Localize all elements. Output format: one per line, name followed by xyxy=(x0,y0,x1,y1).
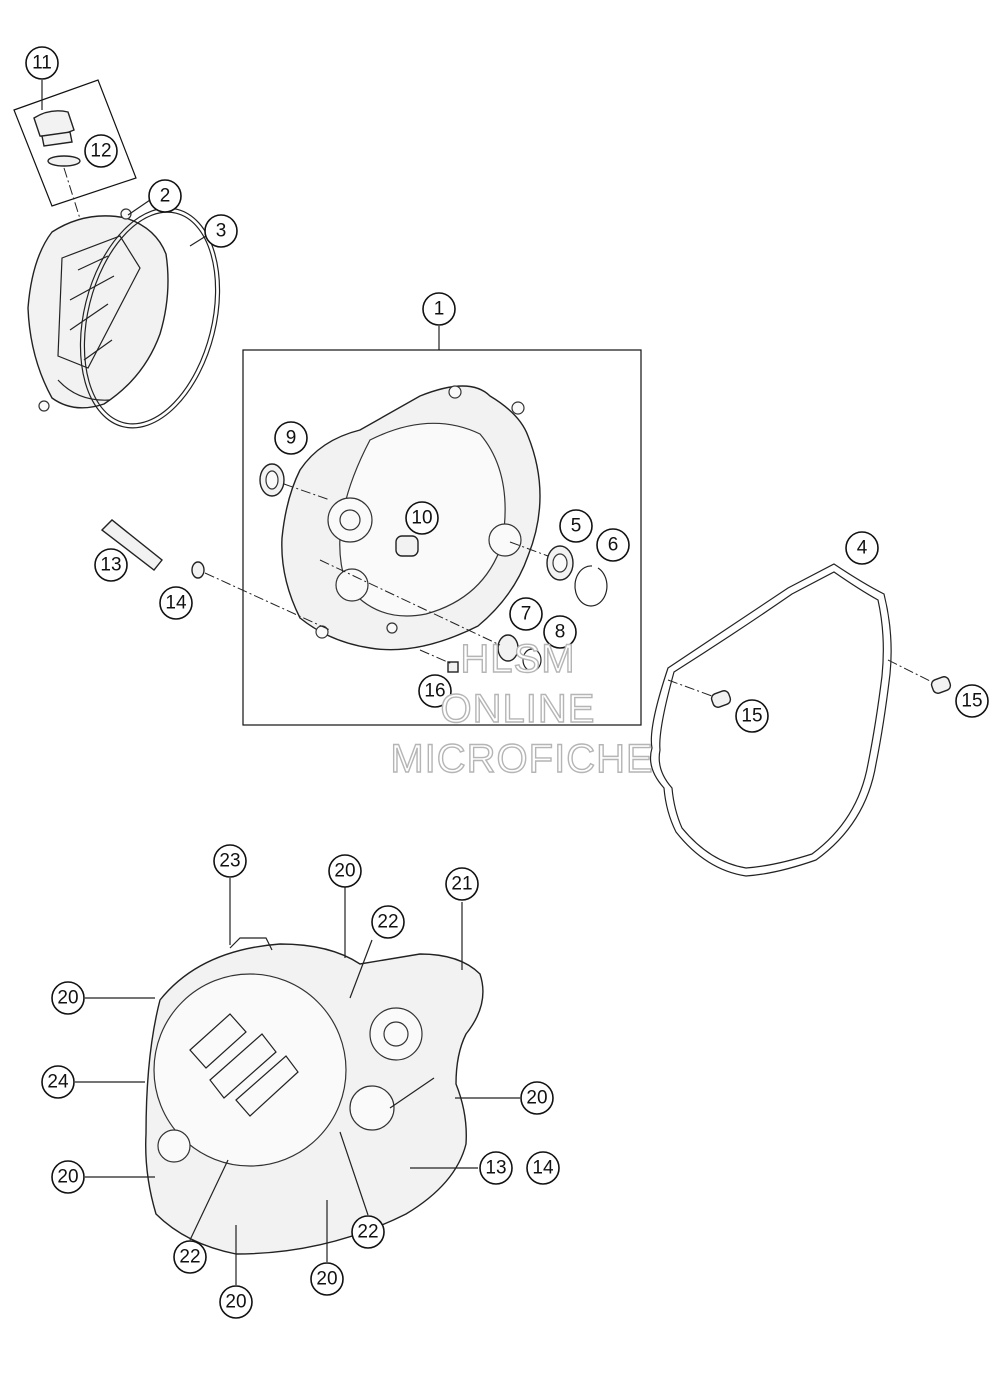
callout-8: 8 xyxy=(543,615,577,649)
callout-14-bottom: 14 xyxy=(526,1151,560,1185)
svg-text:13: 13 xyxy=(485,1158,506,1179)
oil-plug-kit-frame xyxy=(13,79,137,207)
callout-9: 9 xyxy=(274,421,308,455)
svg-text:8: 8 xyxy=(555,622,566,643)
clutch-cover-kit-frame xyxy=(242,349,642,726)
watermark-line-3: MICROFICHE xyxy=(390,737,653,781)
callout-11: 11 xyxy=(25,46,59,80)
watermark: HLSM ONLINE MICROFICHE xyxy=(390,636,654,781)
callout-2: 2 xyxy=(148,179,182,213)
screw-16 xyxy=(447,661,459,673)
svg-text:14: 14 xyxy=(165,593,187,614)
o-ring-8 xyxy=(522,648,542,672)
callout-14-top: 14 xyxy=(159,586,193,620)
bolt-washer xyxy=(191,561,205,579)
svg-text:15: 15 xyxy=(741,706,762,727)
callout-16: 16 xyxy=(418,674,452,708)
callout-22-right: 22 xyxy=(351,1215,385,1249)
callout-15-left: 15 xyxy=(735,699,769,733)
callout-24: 24 xyxy=(41,1065,75,1099)
outer-clutch-cover xyxy=(27,208,169,412)
svg-text:11: 11 xyxy=(32,53,52,74)
cover-bolt xyxy=(100,519,163,571)
callout-21: 21 xyxy=(445,867,479,901)
dowel-sleeve-right xyxy=(930,676,952,694)
svg-text:7: 7 xyxy=(521,604,532,625)
callout-5: 5 xyxy=(559,509,593,543)
assembled-clutch-cover xyxy=(145,937,484,1255)
outer-cover-gasket-ring xyxy=(79,207,221,429)
leader-lines xyxy=(41,80,207,247)
gasket-ring-inner xyxy=(83,211,217,425)
svg-text:20: 20 xyxy=(57,1167,78,1188)
svg-text:10: 10 xyxy=(411,508,432,529)
snap-ring xyxy=(574,565,608,607)
callout-20-bottom-right: 20 xyxy=(310,1262,344,1296)
callout-13-top: 13 xyxy=(94,548,128,582)
gasket-outline xyxy=(649,563,892,877)
callout-22-left: 22 xyxy=(173,1240,207,1274)
oil-plug-kit xyxy=(13,79,137,226)
svg-text:23: 23 xyxy=(219,851,240,872)
cover-bolt-and-washer xyxy=(100,519,331,631)
svg-text:6: 6 xyxy=(608,535,619,556)
svg-text:13: 13 xyxy=(100,555,121,576)
gasket-ring-outer xyxy=(79,207,221,429)
svg-text:21: 21 xyxy=(451,874,472,895)
callout-20-top: 20 xyxy=(328,854,362,888)
svg-text:16: 16 xyxy=(424,681,445,702)
clutch-cover-gasket xyxy=(649,563,952,877)
oil-plug-body xyxy=(41,131,73,147)
svg-text:1: 1 xyxy=(434,299,445,320)
bolt-pointers xyxy=(75,878,520,1285)
svg-text:20: 20 xyxy=(225,1292,246,1313)
callout-22-top: 22 xyxy=(371,905,405,939)
svg-text:15: 15 xyxy=(961,691,982,712)
callout-20-left-upper: 20 xyxy=(51,981,85,1015)
callout-10: 10 xyxy=(405,501,439,535)
callout-4: 4 xyxy=(845,531,879,565)
needle-bearing xyxy=(395,535,419,557)
callout-23: 23 xyxy=(213,844,247,878)
outer-cover-installed xyxy=(153,973,347,1167)
callout-20-bottom-left: 20 xyxy=(219,1285,253,1319)
watermark-line-1: HLSM xyxy=(460,637,575,681)
callout-6: 6 xyxy=(596,528,630,562)
oil-plug-o-ring xyxy=(47,155,81,167)
shaft-seal-7 xyxy=(497,634,519,662)
svg-text:2: 2 xyxy=(160,186,171,207)
callout-15-right: 15 xyxy=(955,684,989,718)
callout-12: 12 xyxy=(84,134,118,168)
svg-text:22: 22 xyxy=(357,1222,378,1243)
svg-text:5: 5 xyxy=(571,516,582,537)
callout-1: 1 xyxy=(422,292,456,326)
callout-7: 7 xyxy=(509,597,543,631)
callout-13-bottom: 13 xyxy=(479,1151,513,1185)
svg-text:4: 4 xyxy=(857,538,868,559)
svg-text:12: 12 xyxy=(90,141,111,162)
svg-text:24: 24 xyxy=(47,1072,69,1093)
svg-text:20: 20 xyxy=(316,1269,337,1290)
callout-20-right: 20 xyxy=(520,1081,554,1115)
svg-text:22: 22 xyxy=(179,1247,200,1268)
svg-text:9: 9 xyxy=(286,428,297,449)
svg-text:20: 20 xyxy=(57,988,78,1009)
callout-20-left-lower: 20 xyxy=(51,1160,85,1194)
callout-3: 3 xyxy=(204,214,238,248)
svg-text:3: 3 xyxy=(216,221,227,242)
svg-text:14: 14 xyxy=(532,1158,554,1179)
dowel-sleeve-left xyxy=(710,690,732,708)
svg-text:20: 20 xyxy=(334,861,355,882)
svg-text:20: 20 xyxy=(526,1088,547,1109)
watermark-line-2: ONLINE xyxy=(441,687,596,731)
svg-text:22: 22 xyxy=(377,912,398,933)
